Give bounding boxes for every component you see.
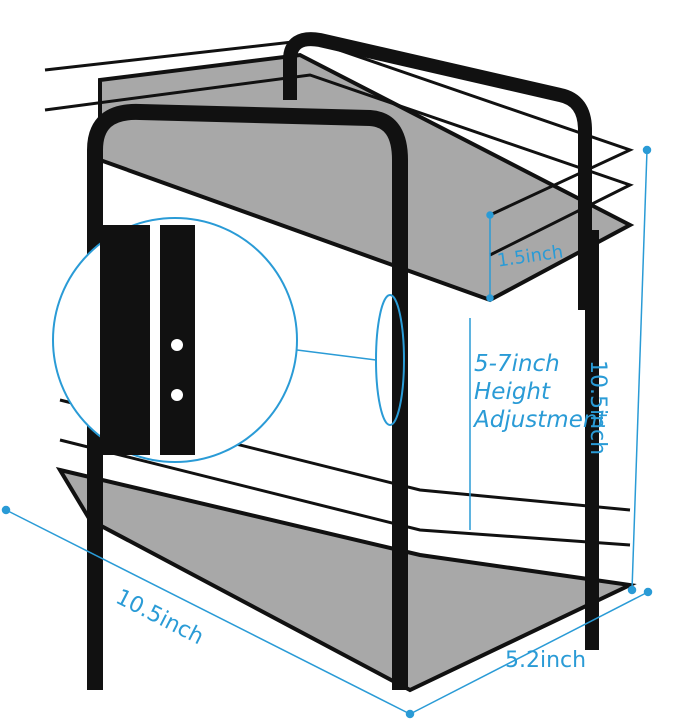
- total-height-label: 10.5inch: [585, 360, 610, 456]
- top-rail: [44, 73, 634, 257]
- front-frame: [87, 103, 408, 690]
- back-post: [585, 230, 599, 650]
- detail-post: [100, 225, 150, 455]
- length-line: [5, 509, 411, 715]
- height-adjustment-range: 5-7inch: [474, 351, 560, 377]
- back-frame: [283, 32, 592, 310]
- bottom-shelf: [55, 466, 637, 693]
- total-height-line: [631, 149, 648, 591]
- width-line: [409, 591, 649, 715]
- width-label: 5.2inch: [505, 648, 587, 673]
- height-adjustment-label: 5-7inch Height Adjustment: [474, 350, 606, 434]
- top-rail: [44, 38, 635, 217]
- height-adjustment-text: Height: [474, 379, 551, 405]
- bottom-rail: [59, 438, 631, 547]
- height-adjustment-text: Adjustment: [474, 407, 607, 433]
